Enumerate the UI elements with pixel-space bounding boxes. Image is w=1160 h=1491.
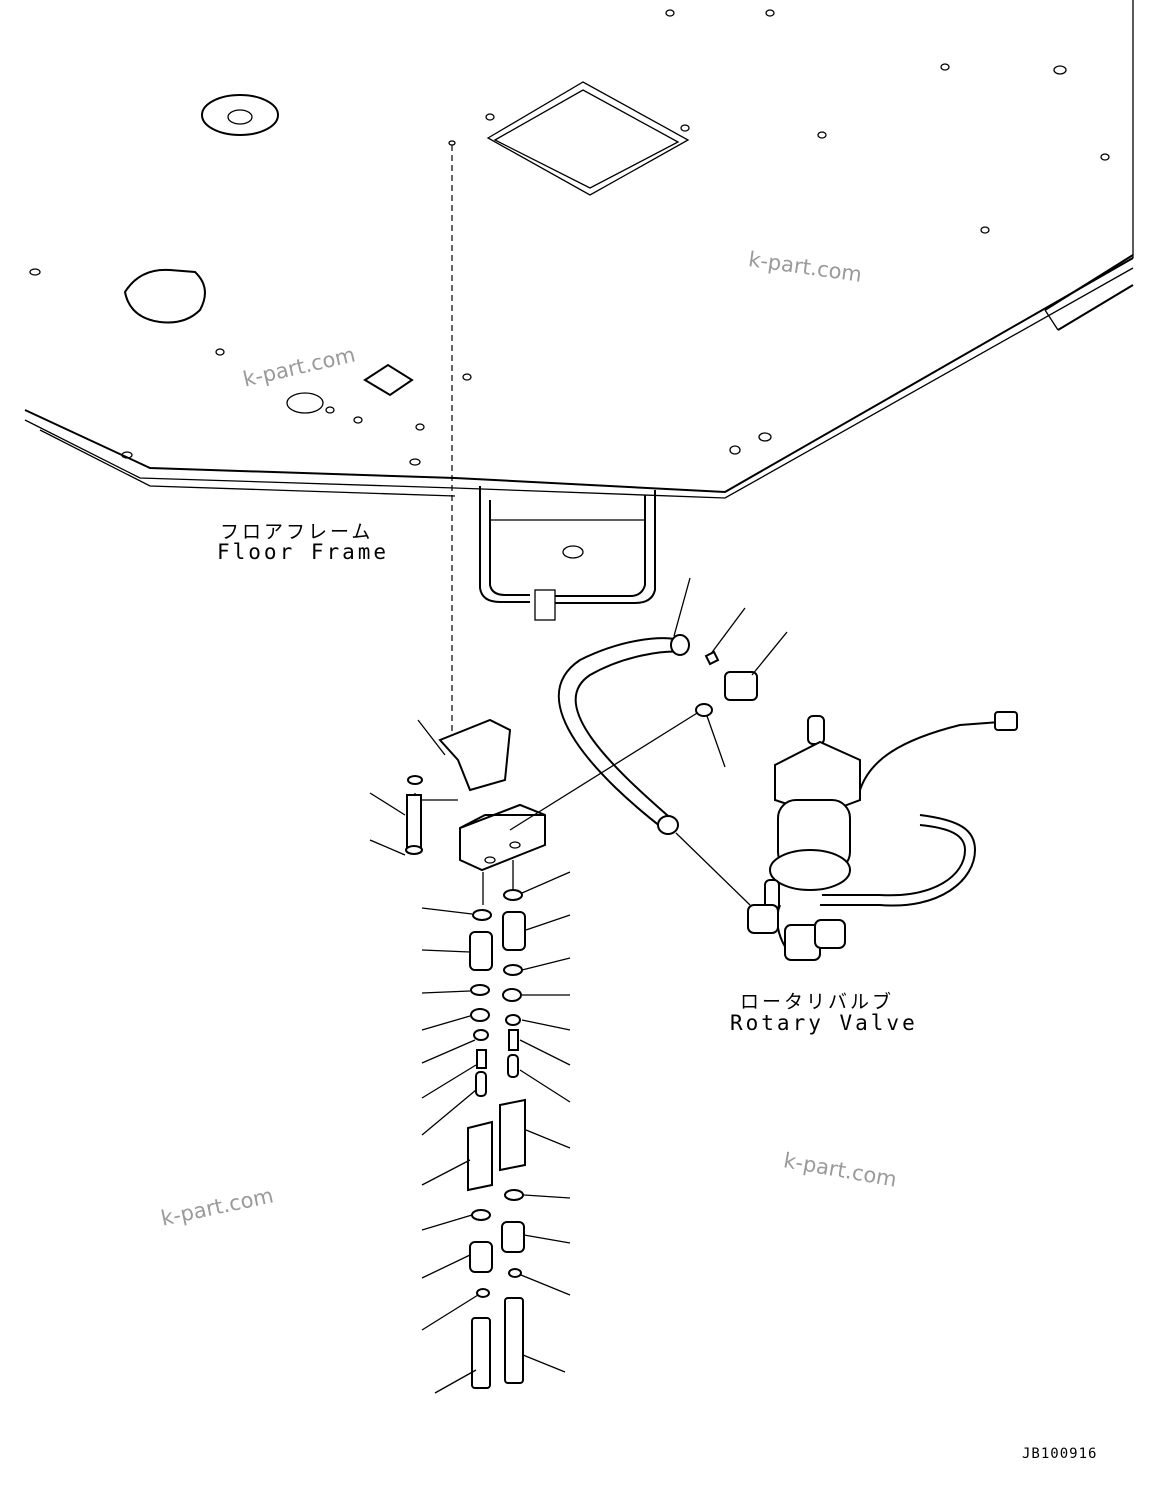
rotary-valve-label-ja: ロータリバルブ — [740, 991, 895, 1013]
floor-frame-label-ja: フロアフレーム — [220, 521, 374, 543]
manifold-block — [369, 704, 711, 872]
floor-frame — [24, 0, 1134, 740]
fittings-column — [421, 860, 571, 1394]
frame-holes — [29, 9, 1110, 466]
rotary-valve — [747, 711, 1018, 961]
rotary-valve-label-en: Rotary Valve — [730, 1011, 918, 1035]
floor-frame-label-en: Floor Frame — [217, 540, 390, 564]
drawing-code: JB100916 — [1022, 1446, 1098, 1462]
hose-assembly — [557, 577, 788, 906]
